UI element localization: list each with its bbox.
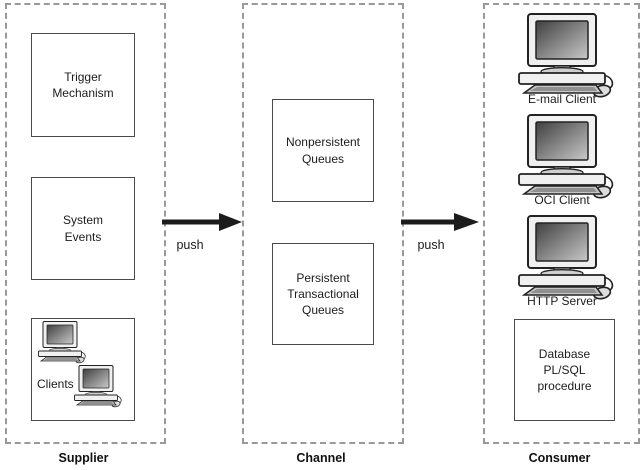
database-plsql-label: Database PL/SQL procedure [537, 346, 592, 394]
channel-zone [242, 3, 404, 444]
http-server-unit: HTTP Server [510, 215, 614, 321]
http-server-label: HTTP Server [527, 294, 597, 308]
nonpersistent-queues-box: Nonpersistent Queues [272, 99, 374, 202]
supplier-label: Supplier [58, 451, 109, 465]
oci-client-unit: OCI Client [510, 114, 614, 220]
computer-icon [518, 215, 614, 301]
computer-icon [518, 13, 614, 99]
trigger-mechanism-label: Trigger Mechanism [52, 69, 114, 100]
system-events-box: System Events [31, 177, 135, 280]
email-client-label: E-mail Client [527, 92, 596, 106]
database-plsql-box: Database PL/SQL procedure [514, 319, 615, 421]
channel-label: Channel [296, 451, 346, 465]
push-label: push [176, 238, 204, 252]
persistent-queues-label: Persistent Transactional Queues [287, 270, 359, 318]
computer-icon [38, 321, 86, 364]
trigger-mechanism-box: Trigger Mechanism [31, 33, 135, 137]
clients-label: Clients [37, 377, 74, 391]
arrow-supplier-to-channel [162, 213, 242, 231]
consumer-label: Consumer [528, 451, 591, 465]
email-client-unit: E-mail Client [510, 13, 614, 119]
nonpersistent-queues-label: Nonpersistent Queues [285, 135, 361, 166]
arrow-channel-to-consumer [401, 213, 479, 231]
push-label: push [417, 238, 445, 252]
computer-icon [74, 365, 122, 408]
computer-icon [518, 114, 614, 200]
persistent-queues-box: Persistent Transactional Queues [272, 243, 374, 345]
oci-client-label: OCI Client [534, 193, 590, 207]
system-events-label: System Events [62, 213, 103, 244]
